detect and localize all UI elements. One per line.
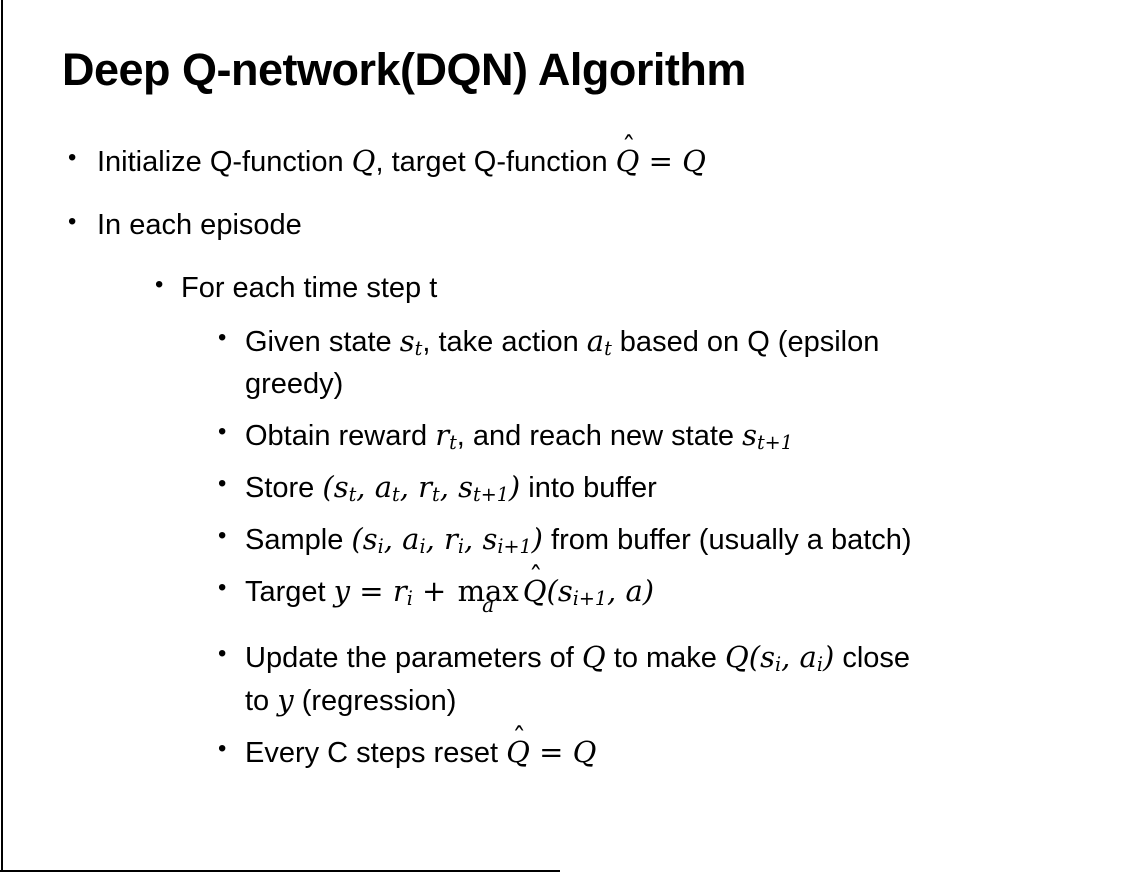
bullet-icon: • — [218, 323, 227, 351]
slide-title: Deep Q-network(DQN) Algorithm — [62, 44, 746, 95]
list-item: • Store (st, at, rt, st+1) into buffer — [218, 466, 1090, 509]
bullet-icon: • — [218, 522, 227, 550]
bullet-text: Initialize Q-function Q, target Q-functi… — [97, 131, 1090, 183]
list-item: • Update the parameters of Q to make Q(si… — [218, 636, 1090, 722]
bullet-icon: • — [155, 270, 164, 298]
bullet-icon: • — [218, 469, 227, 497]
list-item: • Obtain reward rt, and reach new state s… — [218, 414, 1090, 457]
bullet-text: Sample (si, ai, ri, si+1) from buffer (u… — [245, 522, 912, 559]
bullet-icon: • — [218, 640, 227, 668]
bullet-text: For each time step t — [181, 271, 438, 304]
bullet-icon: • — [218, 417, 227, 445]
list-item: • Sample (si, ai, ri, si+1) from buffer (… — [218, 518, 1090, 561]
bullet-text: In each episode — [97, 208, 302, 241]
list-item: • For each time step t — [155, 267, 1090, 309]
bullet-icon: • — [68, 207, 77, 235]
list-item: • Given state st, take action at based on… — [218, 320, 1090, 405]
slide-bottom-border — [0, 870, 560, 872]
list-item: • Initialize Q-function Q, target Q-funct… — [68, 131, 1090, 183]
list-item: • In each episode — [68, 204, 1090, 246]
bullet-icon: • — [218, 735, 227, 763]
bullet-icon: • — [218, 574, 227, 602]
bullet-text: Store (st, at, rt, st+1) into buffer — [245, 470, 657, 507]
bullet-text: Obtain reward rt, and reach new state st… — [245, 417, 793, 455]
bullet-text: Given state st, take action at based on … — [245, 323, 880, 400]
bullet-icon: • — [68, 143, 77, 171]
bullet-text: Update the parameters of Q to make Q(si,… — [245, 640, 911, 718]
slide-left-border — [1, 0, 3, 872]
bullet-list: • Initialize Q-function Q, target Q-funct… — [68, 131, 1090, 775]
